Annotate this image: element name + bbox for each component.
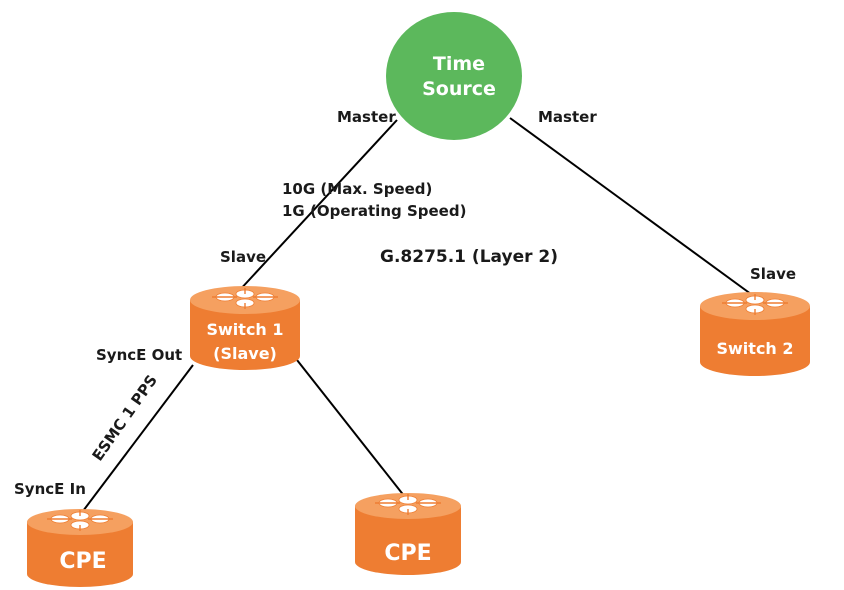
switch-icon — [700, 292, 810, 376]
link-timesource-switch1 — [236, 119, 398, 294]
switch-icon — [355, 493, 461, 575]
time-source-label-line1: Time — [433, 53, 485, 75]
link-switch1-cpe-right — [296, 359, 406, 498]
cpe-right-node[interactable]: CPE — [355, 493, 461, 575]
link-timesource-switch2 — [509, 117, 756, 298]
master-right-label: Master — [538, 108, 597, 126]
switch2-label: Switch 2 — [716, 339, 793, 358]
cpe-right-label: CPE — [384, 541, 431, 566]
time-source-circle — [386, 12, 522, 140]
esmc-label: ESMC 1 PPS — [89, 372, 161, 465]
cpe-left-node[interactable]: CPE — [27, 509, 133, 587]
time-source-node[interactable]: Time Source — [386, 12, 522, 140]
switch2-node[interactable]: Switch 2 — [700, 292, 810, 376]
time-source-label-line2: Source — [422, 78, 496, 100]
switch1-label-line2: (Slave) — [213, 344, 277, 363]
master-left-label: Master — [337, 108, 396, 126]
slave-switch2-label: Slave — [750, 265, 796, 283]
synce-in-label: SyncE In — [14, 480, 86, 498]
protocol-label: G.8275.1 (Layer 2) — [380, 247, 558, 267]
switch-icon — [27, 509, 133, 587]
speed-operating-label: 1G (Operating Speed) — [282, 202, 466, 220]
slave-switch1-label: Slave — [220, 248, 266, 266]
speed-max-label: 10G (Max. Speed) — [282, 180, 432, 198]
switch1-label-line1: Switch 1 — [206, 320, 283, 339]
switch1-node[interactable]: Switch 1 (Slave) — [190, 286, 300, 370]
cpe-left-label: CPE — [59, 549, 106, 574]
synce-out-label: SyncE Out — [96, 346, 182, 364]
switch-icon — [190, 286, 300, 370]
link-switch1-cpe-left — [79, 364, 194, 516]
